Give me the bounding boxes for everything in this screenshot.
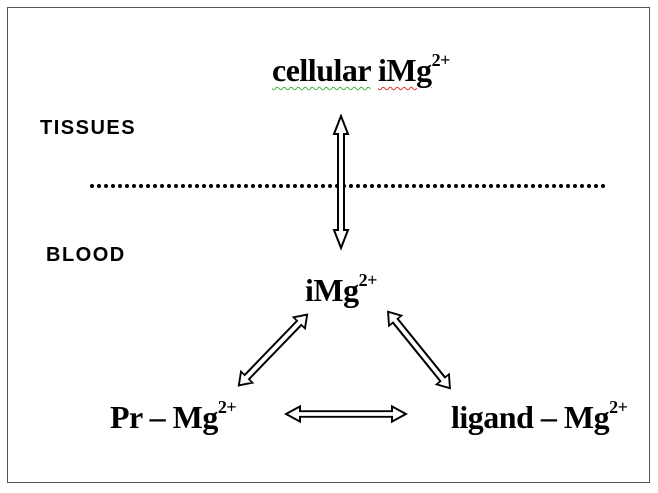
cellular-ion: iMg: [378, 52, 432, 88]
ligand-prefix: ligand –: [451, 399, 564, 435]
bound-exchange-arrow: [285, 405, 407, 423]
protein-mg-label: Pr – Mg2+: [110, 398, 237, 435]
vertical-exchange-arrow: [332, 113, 350, 251]
free-charge: 2+: [358, 270, 378, 291]
cellular-charge: 2+: [431, 50, 451, 71]
ligand-mg-label: ligand – Mg2+: [451, 398, 628, 435]
cellular-img-label: cellular iMg2+: [272, 51, 450, 88]
figure-frame: [7, 7, 650, 483]
cellular-word: cellular: [272, 52, 371, 88]
protein-charge: 2+: [217, 397, 237, 418]
ligand-exchange-arrow: [380, 305, 458, 395]
protein-ion: Mg: [172, 399, 219, 435]
protein-exchange-arrow: [232, 308, 314, 392]
free-ion: iMg: [305, 272, 359, 308]
protein-prefix: Pr –: [110, 399, 173, 435]
free-img-label: iMg2+: [305, 271, 377, 308]
ligand-charge: 2+: [609, 397, 628, 418]
tissues-label: TISSUES: [40, 117, 137, 139]
blood-label: BLOOD: [46, 244, 126, 266]
ligand-ion: Mg: [563, 399, 610, 435]
